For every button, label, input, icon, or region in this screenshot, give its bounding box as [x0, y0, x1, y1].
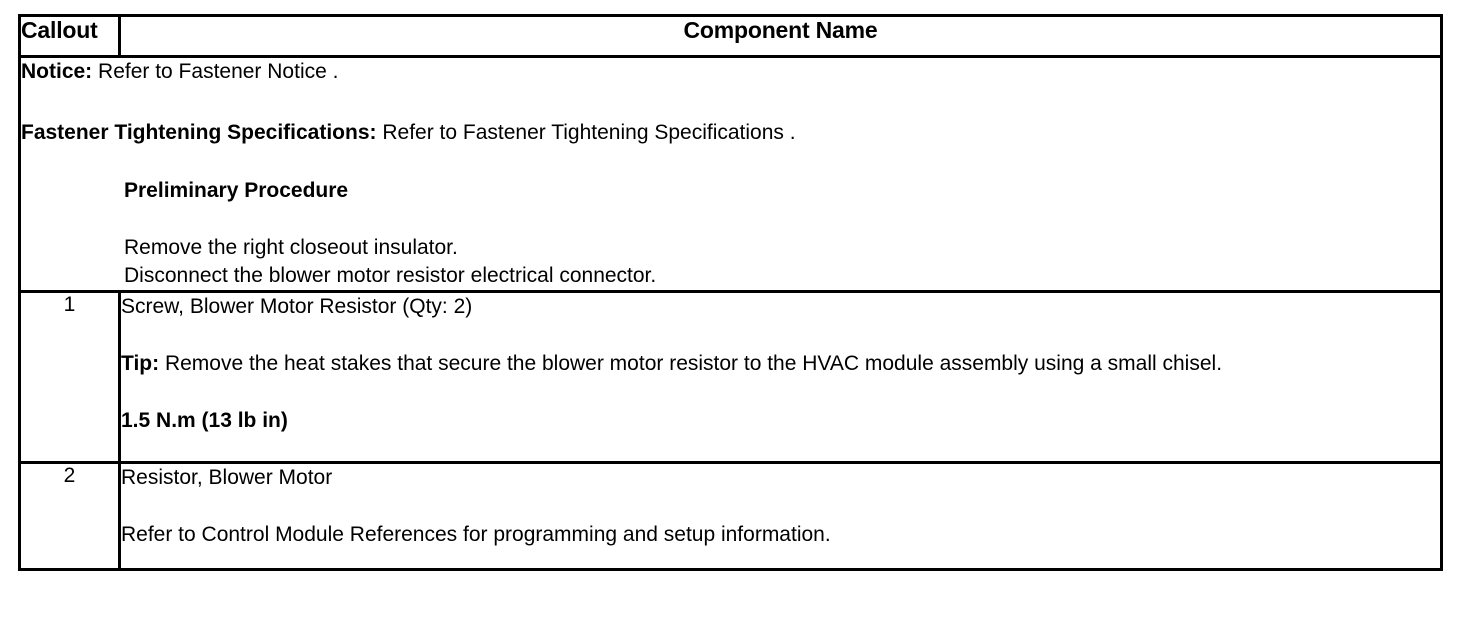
spacer	[21, 204, 1440, 234]
preliminary-steps-list: Remove the right closeout insulator. Dis…	[21, 234, 1440, 290]
notice-line: Notice: Refer to Fastener Notice .	[21, 58, 1440, 85]
table-header-row: Callout Component Name	[18, 14, 1443, 58]
component-title: Screw, Blower Motor Resistor (Qty: 2)	[121, 294, 473, 318]
callout-number-2: 2	[18, 460, 121, 571]
fastener-spec-line: Fastener Tightening Specifications: Refe…	[21, 119, 1440, 146]
component-note: Refer to Control Module References for p…	[121, 523, 831, 547]
table-row: 2 Resistor, Blower Motor Refer to Contro…	[18, 460, 1443, 571]
preamble-cell: Notice: Refer to Fastener Notice . Faste…	[18, 55, 1443, 293]
list-item: Disconnect the blower motor resistor ele…	[124, 263, 657, 287]
callout-number-1: 1	[18, 289, 121, 464]
torque-specification: 1.5 N.m (13 lb in)	[121, 409, 288, 433]
tip-label: Tip:	[121, 352, 160, 376]
component-cell-2: Resistor, Blower Motor Refer to Control …	[118, 460, 1443, 571]
list-item: Remove the right closeout insulator.	[124, 235, 458, 259]
fastener-spec-text: Refer to Fastener Tightening Specificati…	[376, 121, 796, 145]
spacer	[21, 85, 1440, 119]
preliminary-procedure-heading: Preliminary Procedure	[124, 178, 349, 202]
tip-text: Remove the heat stakes that secure the b…	[159, 352, 1223, 376]
header-cell-component-name: Component Name	[118, 14, 1443, 58]
component-callout-table: Callout Component Name Notice: Refer to …	[18, 14, 1443, 571]
component-title: Resistor, Blower Motor	[121, 465, 333, 489]
fastener-spec-label: Fastener Tightening Specifications:	[21, 121, 377, 145]
notice-text: Refer to Fastener Notice .	[92, 60, 339, 83]
notice-label: Notice:	[21, 60, 93, 83]
tip-line: Tip: Remove the heat stakes that secure …	[121, 350, 1440, 377]
spacer	[121, 377, 1440, 407]
table-row-preamble: Notice: Refer to Fastener Notice . Faste…	[18, 55, 1443, 293]
spacer	[121, 320, 1440, 350]
spacer	[21, 147, 1440, 177]
spacer	[121, 491, 1440, 521]
component-cell-1: Screw, Blower Motor Resistor (Qty: 2) Ti…	[118, 289, 1443, 464]
table-row: 1 Screw, Blower Motor Resistor (Qty: 2) …	[18, 289, 1443, 464]
header-cell-callout: Callout	[18, 14, 121, 58]
